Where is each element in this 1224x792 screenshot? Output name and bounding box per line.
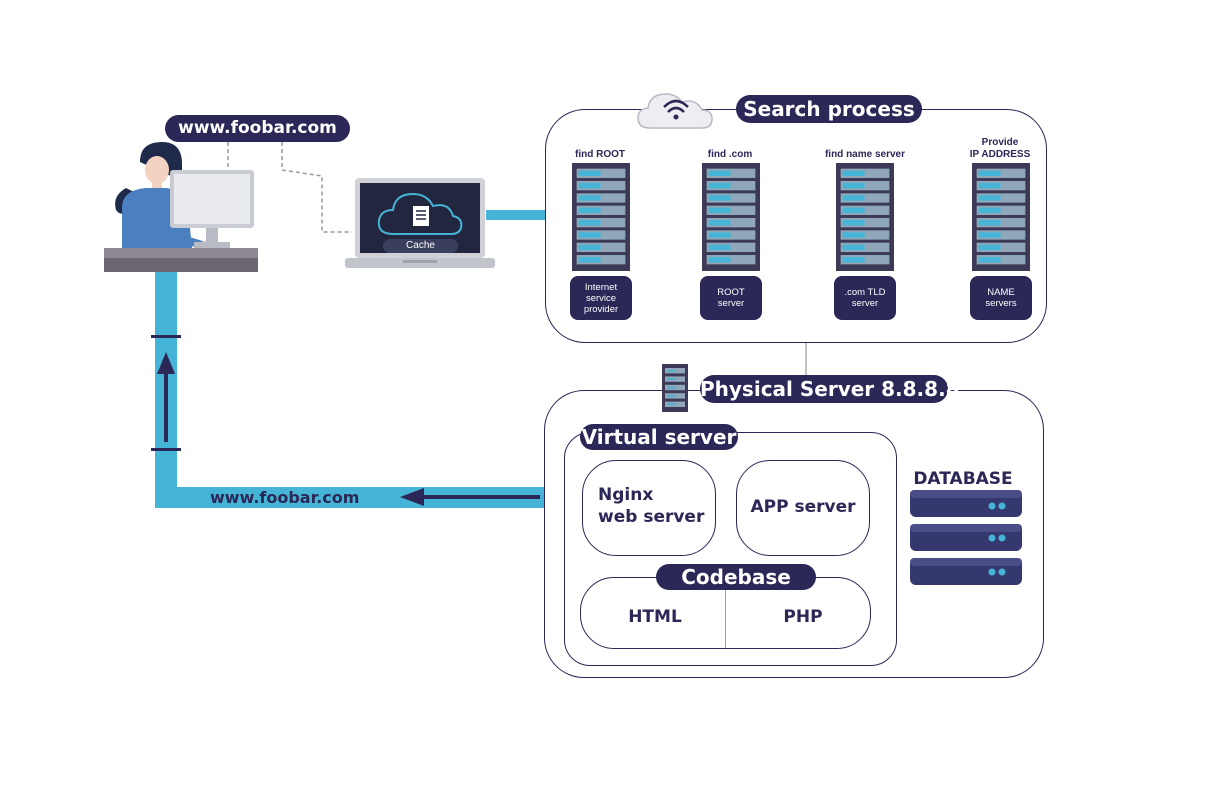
server-top-label: find ROOT — [575, 149, 625, 160]
html-label: HTML — [628, 607, 682, 627]
server-rack-icon — [836, 163, 894, 271]
server-top-label: find .com — [707, 149, 753, 160]
server-bottom-label: ROOT server — [700, 276, 762, 320]
app-server-label: APP server — [750, 497, 856, 517]
virtual-server-title: Virtual server — [580, 424, 738, 450]
server-bottom-label: NAME servers — [970, 276, 1032, 320]
codebase-title: Codebase — [656, 564, 816, 590]
server-bottom-label: .com TLD server — [834, 276, 896, 320]
search-process-title: Search process — [736, 95, 922, 123]
cache-label: Cache — [383, 239, 458, 253]
user-at-desk-illustration — [104, 142, 258, 272]
cache-cloud-icon — [377, 192, 463, 235]
nginx-label: Nginx web server — [598, 485, 705, 527]
response-pipe-horizontal — [155, 487, 595, 508]
codebase-divider — [725, 590, 726, 648]
nginx-box — [582, 460, 716, 556]
physical-server-title: Physical Server 8.8.8.8 — [700, 375, 960, 403]
database-label: DATABASE — [913, 469, 1013, 489]
up-arrow-head — [157, 352, 175, 374]
server-rack-icon — [702, 163, 760, 271]
client-url-pill: www.foobar.com — [165, 115, 350, 142]
server-rack-icon — [972, 163, 1030, 271]
server-top-label: find name server — [824, 149, 906, 160]
cache-label-text: Cache — [406, 240, 435, 251]
database-icon — [910, 490, 1022, 585]
pipe-ring — [151, 448, 181, 451]
wifi-cloud-icon — [637, 93, 713, 129]
server-rack-icon — [572, 163, 630, 271]
left-arrow-head — [400, 488, 424, 506]
server-bottom-label: Internet service provider — [570, 276, 632, 320]
php-label: PHP — [783, 607, 823, 627]
dashed-connector — [227, 142, 352, 233]
server-top-label: Provide IP ADDRESS — [969, 137, 1031, 160]
physical-server-icon — [662, 364, 688, 412]
pipe-ring — [151, 335, 181, 338]
app-server-box — [736, 460, 870, 556]
response-url-label: www.foobar.com — [210, 488, 360, 507]
